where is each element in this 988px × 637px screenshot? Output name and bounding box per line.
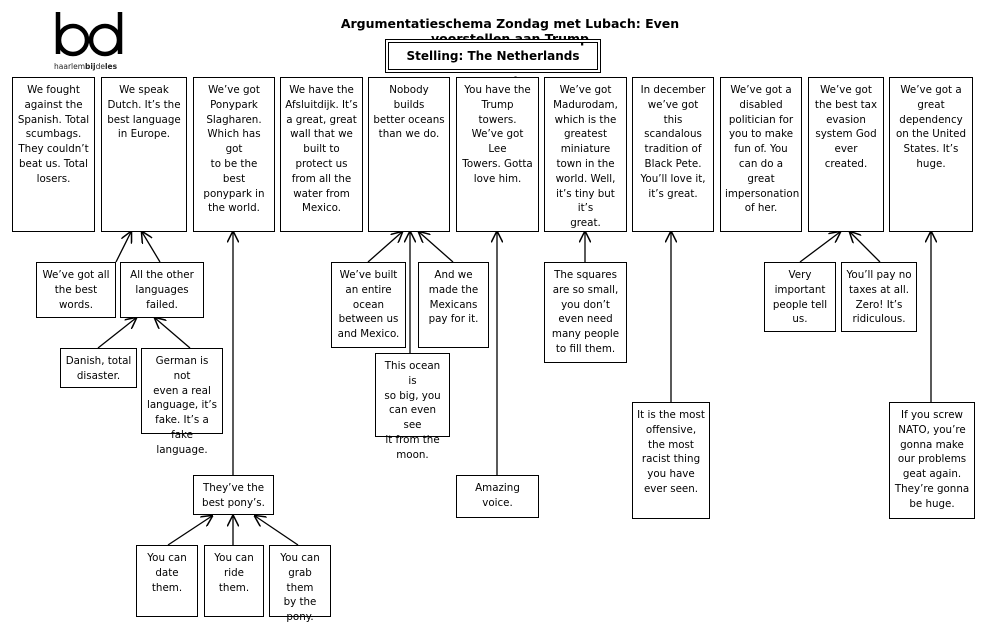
- support-box: You can ride them.: [204, 545, 264, 617]
- argument-box: We’ve got Madurodam, which is the greate…: [544, 77, 627, 232]
- support-box: The squares are so small, you don’t even…: [544, 262, 627, 363]
- argument-box: We have the Afsluitdijk. It’s a great, g…: [280, 77, 363, 232]
- argument-box: We’ve got the best tax evasion system Go…: [808, 77, 884, 232]
- argument-box: You have the Trump towers. We’ve got Lee…: [456, 77, 539, 232]
- support-box: All the other languages failed.: [120, 262, 204, 318]
- support-arrow: [799, 232, 840, 263]
- support-arrow: [155, 318, 191, 349]
- haarlem-bij-de-les-logo: haarlembijdeles: [50, 6, 130, 76]
- argument-box: We speak Dutch. It’s the best language i…: [101, 77, 187, 232]
- support-arrow: [419, 232, 454, 263]
- bd-logo-mark: [55, 12, 123, 57]
- argument-box: We’ve got a great dependency on the Unit…: [889, 77, 973, 232]
- support-box: It is the most offensive, the most racis…: [632, 402, 710, 519]
- support-arrow: [97, 318, 136, 349]
- support-arrow: [115, 232, 131, 263]
- support-box: German is not even a real language, it’s…: [141, 348, 223, 456]
- argument-box: Nobody builds better oceans than we do.: [368, 77, 450, 232]
- support-box: And we made the Mexicans pay for it.: [418, 262, 489, 348]
- support-box: This ocean is so big, you can even see i…: [375, 353, 450, 461]
- support-box: We’ve built an entire ocean between us a…: [331, 262, 406, 348]
- support-arrow: [367, 232, 402, 263]
- support-arrow: [850, 232, 881, 263]
- support-box: You’ll pay no taxes at all. Zero! It’s r…: [841, 262, 917, 332]
- thesis-box: Stelling: The Netherlands Second: [388, 42, 598, 89]
- support-arrow: [255, 516, 299, 546]
- logo-wordmark: haarlembijdeles: [54, 62, 118, 71]
- support-box: They’ve the best pony’s.: [193, 475, 274, 515]
- support-box: You can grab them by the pony.: [269, 545, 331, 623]
- support-box: If you screw NATO, you’re gonna make our…: [889, 402, 975, 519]
- support-arrow: [142, 232, 161, 263]
- support-box: We’ve got all the best words.: [36, 262, 116, 318]
- argument-box: We’ve got Ponypark Slagharen. Which has …: [193, 77, 275, 232]
- support-box: Amazing voice.: [456, 475, 539, 518]
- argument-box: In december we’ve got this scandalous tr…: [632, 77, 714, 232]
- support-arrow: [167, 516, 212, 546]
- support-box: Very important people tell us.: [764, 262, 836, 332]
- argument-box: We’ve got a disabled politician for you …: [720, 77, 802, 232]
- support-box: Danish, total disaster.: [60, 348, 137, 388]
- support-box: You can date them.: [136, 545, 198, 617]
- argument-box: We fought against the Spanish. Total scu…: [12, 77, 95, 232]
